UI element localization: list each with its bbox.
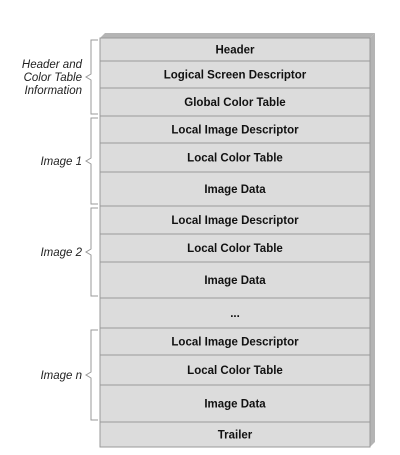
group-label-line: Image n	[40, 370, 82, 382]
block-label: Local Color Table	[187, 153, 283, 165]
group-label-line: Image 2	[40, 247, 82, 259]
block-local-color-table: Local Color Table	[99, 354, 371, 386]
block-box	[99, 421, 371, 448]
group-label-line: Image 1	[40, 156, 82, 168]
block-label: ...	[230, 308, 240, 320]
block-global-color-table: Global Color Table	[99, 87, 371, 117]
block-label: Local Color Table	[187, 243, 283, 255]
block-label: Image Data	[204, 399, 266, 411]
block-box	[99, 354, 371, 386]
block-label: Local Color Table	[187, 365, 283, 377]
block-logical-screen-descriptor: Logical Screen Descriptor	[99, 60, 371, 89]
block-label: Header	[216, 45, 256, 57]
block-box	[99, 171, 371, 207]
block-local-image-descriptor: Local Image Descriptor	[99, 115, 371, 144]
block-image-data: Image Data	[99, 384, 371, 423]
block-box	[99, 60, 371, 89]
group-bracket	[85, 39, 98, 115]
group-label-line: Color Table	[24, 72, 82, 84]
block-stack-shadow	[100, 33, 375, 447]
block-label: Logical Screen Descriptor	[164, 70, 307, 82]
group-image-2: Image 2	[40, 207, 98, 297]
group-bracket	[85, 329, 98, 421]
block-header: Header	[99, 37, 371, 62]
block-label: Local Image Descriptor	[171, 125, 299, 137]
block-box	[99, 205, 371, 235]
block-label: Global Color Table	[184, 97, 285, 109]
block-local-image-descriptor: Local Image Descriptor	[99, 205, 371, 235]
block-box	[99, 142, 371, 173]
block-local-color-table: Local Color Table	[99, 233, 371, 263]
block-ellipsis: ...	[99, 297, 371, 329]
stack-right-shadow	[370, 33, 375, 447]
block-box	[99, 327, 371, 356]
block-image-data: Image Data	[99, 171, 371, 207]
block-box	[99, 115, 371, 144]
group-label-line: Header and	[22, 59, 83, 71]
block-box	[99, 87, 371, 117]
block-label: Local Image Descriptor	[171, 337, 299, 349]
group-image-n: Image n	[40, 329, 98, 421]
group-bracket	[85, 207, 98, 297]
group-label-line: Information	[24, 85, 82, 97]
block-trailer: Trailer	[99, 421, 371, 448]
group-image-1: Image 1	[40, 117, 98, 205]
block-label: Local Image Descriptor	[171, 215, 299, 227]
block-local-image-descriptor: Local Image Descriptor	[99, 327, 371, 356]
block-local-color-table: Local Color Table	[99, 142, 371, 173]
stack-top-shadow	[100, 33, 375, 38]
block-label: Trailer	[218, 430, 253, 442]
group-bracket	[85, 117, 98, 205]
block-box	[99, 384, 371, 423]
block-image-data: Image Data	[99, 261, 371, 299]
block-label: Image Data	[204, 275, 266, 287]
block-label: Image Data	[204, 184, 266, 196]
